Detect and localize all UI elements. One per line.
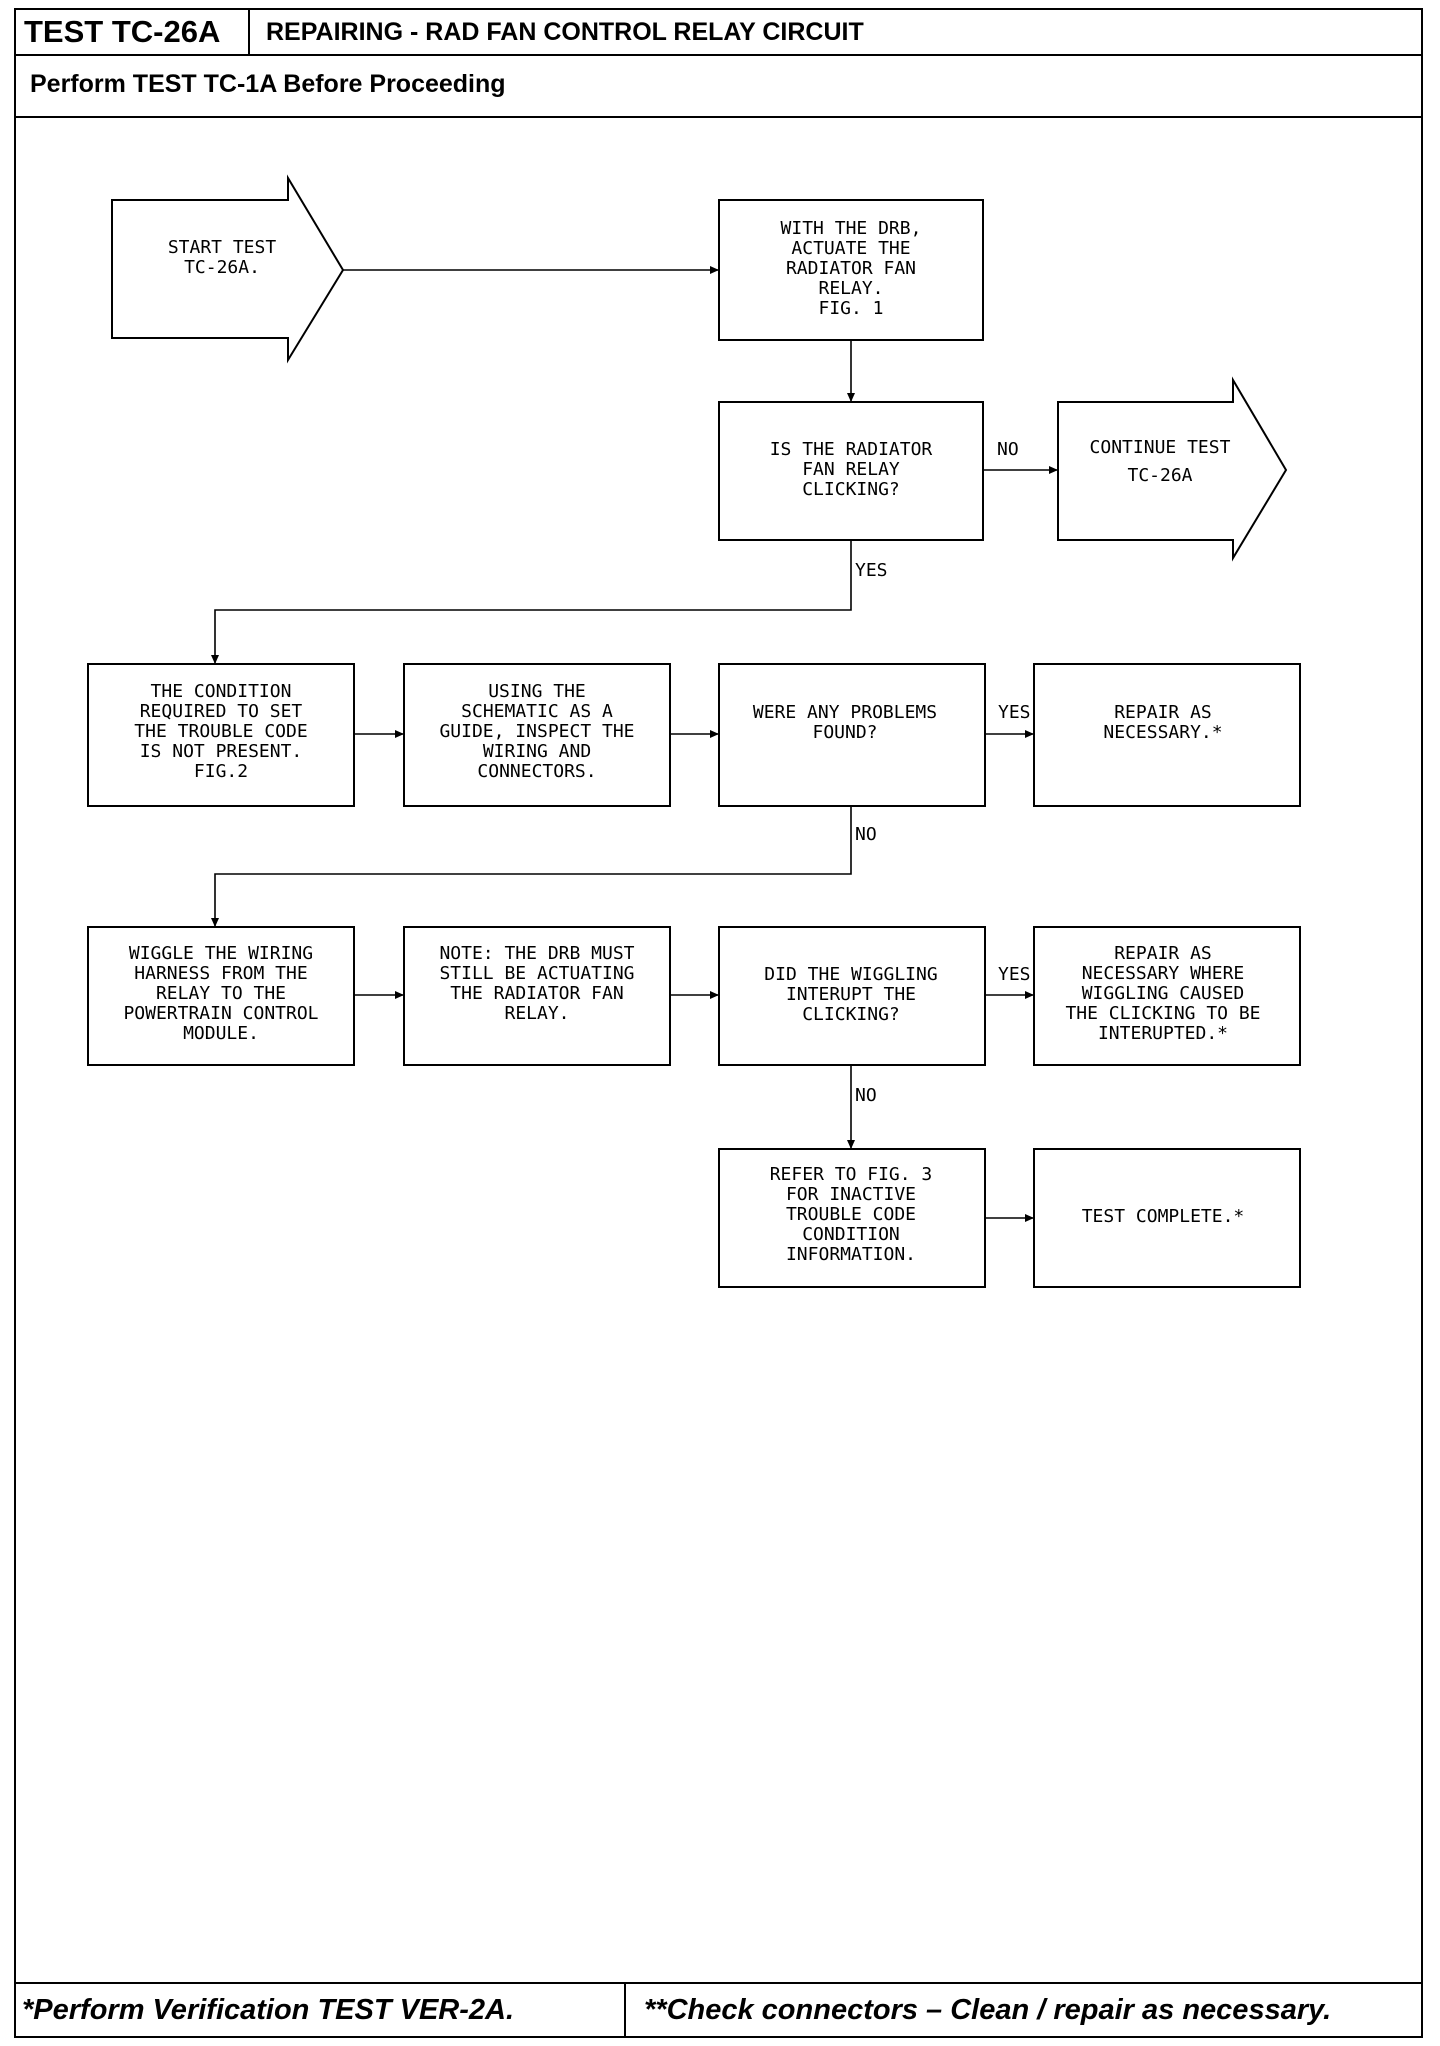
repair-as-necessary-box [1033, 663, 1301, 807]
label-no-clicking: NO [997, 439, 1019, 460]
footer-note-verification: *Perform Verification TEST VER-2A. [16, 1984, 626, 2036]
footer: *Perform Verification TEST VER-2A. **Che… [16, 1982, 1421, 2036]
wiggling-question-box [718, 926, 986, 1066]
label-yes-wiggling: YES [998, 964, 1031, 985]
header-row: TEST TC-26A REPAIRING - RAD FAN CONTROL … [16, 10, 1421, 56]
problems-question-box [718, 663, 986, 807]
label-yes-problems: YES [998, 702, 1031, 723]
prerequisite-row: Perform TEST TC-1A Before Proceeding [16, 56, 1421, 118]
test-complete-box [1033, 1148, 1301, 1288]
inspect-wiring-box [403, 663, 671, 807]
label-no-problems: NO [855, 824, 877, 845]
repair-where-wiggling-box [1033, 926, 1301, 1066]
test-id: TEST TC-26A [16, 10, 250, 54]
test-complete-text: TEST COMPLETE.* [1082, 1206, 1245, 1227]
label-no-wiggling: NO [855, 1085, 877, 1106]
page-title: REPAIRING - RAD FAN CONTROL RELAY CIRCUI… [266, 18, 864, 46]
drb-note-box [403, 926, 671, 1066]
page-frame: TEST TC-26A REPAIRING - RAD FAN CONTROL … [14, 8, 1423, 2038]
connector-yes-to-condition [211, 540, 852, 664]
prerequisite-note: Perform TEST TC-1A Before Proceeding [30, 70, 506, 98]
footer-note-connectors: **Check connectors – Clean / repair as n… [644, 1994, 1332, 2026]
connector-no-to-wiggle [211, 806, 852, 927]
label-yes-clicking: YES [855, 560, 888, 581]
continue-test-arrow [1057, 376, 1288, 562]
condition-not-present-box [87, 663, 355, 807]
start-test-arrow [111, 174, 345, 364]
actuate-relay-box [718, 199, 984, 341]
wiggle-wiring-box [87, 926, 355, 1066]
